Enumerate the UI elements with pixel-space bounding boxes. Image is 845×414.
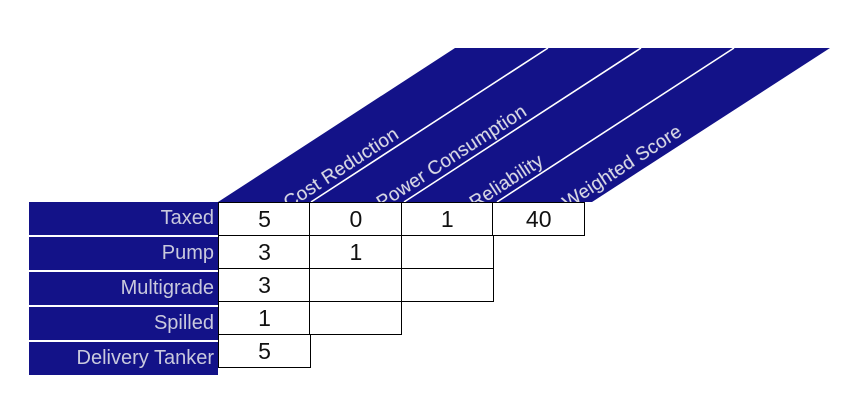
row-label-multigrade[interactable]: Multigrade <box>29 272 218 305</box>
table-row: 5 0 1 40 <box>218 202 586 236</box>
column-header-weighted-score: Weighted Score <box>559 121 686 214</box>
row-label-delivery-tanker[interactable]: Delivery Tanker <box>29 342 218 375</box>
matrix-cell[interactable]: 3 <box>218 268 311 302</box>
matrix-cell[interactable]: 1 <box>400 202 494 236</box>
table-row: 5 <box>218 334 585 368</box>
row-label-pump[interactable]: Pump <box>29 237 218 270</box>
matrix-cell[interactable] <box>309 268 403 302</box>
column-header-power-consumption: Power Consumption <box>373 100 531 214</box>
matrix-cell[interactable] <box>400 268 494 302</box>
row-label-taxed[interactable]: Taxed <box>29 202 218 235</box>
matrix-cell[interactable]: 0 <box>309 202 403 236</box>
matrix-cell[interactable] <box>400 235 494 269</box>
matrix-cell[interactable]: 1 <box>309 235 403 269</box>
matrix-cell[interactable]: 40 <box>492 202 586 236</box>
table-row: 3 1 <box>218 235 585 269</box>
row-label-column: Taxed Pump Multigrade Spilled Delivery T… <box>29 202 218 375</box>
matrix-cell[interactable]: 5 <box>218 202 311 236</box>
matrix-cell[interactable]: 1 <box>218 301 311 335</box>
table-row: 3 <box>218 268 585 302</box>
table-row: 1 <box>218 301 585 335</box>
row-label-spilled[interactable]: Spilled <box>29 307 218 340</box>
matrix-grid: 5 0 1 40 3 1 3 1 5 <box>218 202 586 368</box>
matrix-cell[interactable] <box>309 301 403 335</box>
matrix-cell[interactable]: 3 <box>218 235 311 269</box>
matrix-cell[interactable]: 5 <box>218 334 311 368</box>
